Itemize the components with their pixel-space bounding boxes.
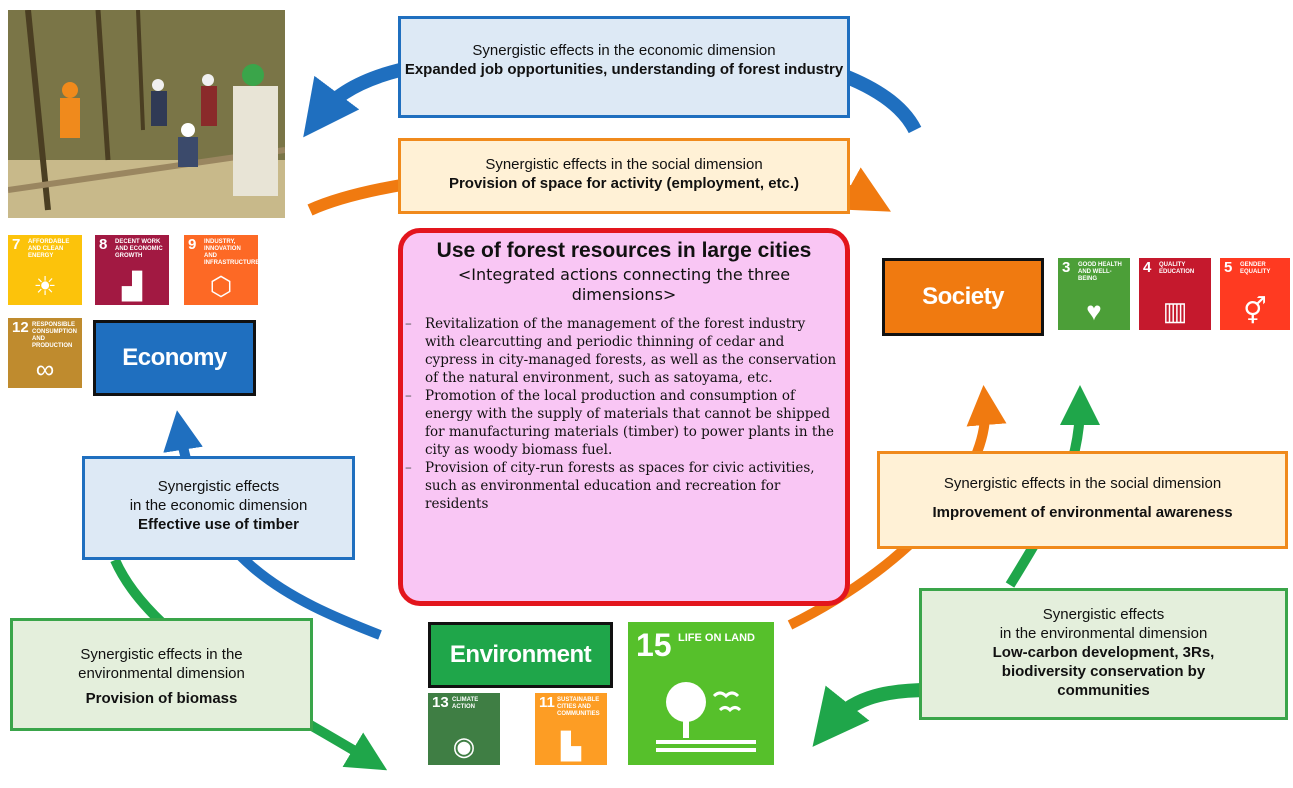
forest-workers-photo (8, 10, 285, 218)
sdg-3-number: 3 (1062, 259, 1071, 276)
sdg-8-tile: 8 Decent work and economic growth ▟ (95, 235, 169, 305)
sdg-11-tile: 11 Sustainable cities and communities ▙ (535, 693, 607, 765)
city-icon: ▙ (561, 731, 581, 761)
env-effect-right-heading-2: in the environmental dimension (999, 625, 1208, 642)
center-action-list: Revitalization of the management of the … (403, 315, 845, 513)
econ-effect-top-box: Synergistic effects in the economic dime… (398, 16, 850, 118)
sdg-8-number: 8 (99, 236, 108, 253)
sdg-15-title: Life on land (678, 632, 755, 644)
cubes-icon: ⬡ (209, 271, 233, 301)
infinity-icon: ∞ (35, 354, 55, 384)
sdg-4-tile: 4 Quality education ▥ (1139, 258, 1211, 330)
econ-effect-left-box: Synergistic effects in the economic dime… (82, 456, 355, 560)
center-action-item: Provision of city-run forests as spaces … (403, 459, 845, 513)
social-effect-top-heading: Synergistic effects in the social dimens… (485, 156, 763, 173)
env-effect-left-heading-1: Synergistic effects in the (80, 646, 243, 663)
sdg-15-number: 15 (636, 627, 672, 663)
gender-icon: ⚥ (1243, 296, 1267, 326)
env-effect-right-box: Synergistic effects in the environmental… (919, 588, 1288, 720)
sdg-13-tile: 13 Climate action ◉ (428, 693, 500, 765)
society-label: Society (882, 258, 1044, 336)
center-action-item: Revitalization of the management of the … (403, 315, 845, 387)
sdg-13-title: Climate action (452, 697, 479, 710)
heartbeat-icon: ♥ (1086, 296, 1102, 326)
env-effect-left-text: Provision of biomass (85, 690, 238, 707)
sdg-12-title: Responsible consumption and production (32, 322, 77, 349)
econ-effect-top-heading: Synergistic effects in the economic dime… (472, 42, 776, 59)
sun-icon: ☀ (33, 271, 57, 301)
econ-effect-left-text: Effective use of timber (138, 516, 299, 533)
sdg-7-number: 7 (12, 236, 21, 253)
sdg-5-tile: 5 Gender equality ⚥ (1220, 258, 1290, 330)
environment-label: Environment (428, 622, 613, 688)
social-effect-top-text: Provision of space for activity (employm… (448, 175, 800, 192)
econ-effect-left-heading-2: in the economic dimension (129, 497, 308, 514)
env-effect-right-heading-1: Synergistic effects (1042, 606, 1165, 623)
center-title: Use of forest resources in large cities (436, 239, 812, 262)
sdg-9-title: Industry, innovation and infrastructure (204, 239, 258, 266)
sdg-8-title: Decent work and economic growth (115, 239, 163, 259)
sdg-11-title: Sustainable cities and communities (557, 697, 600, 717)
econ-effect-top-text: Expanded job opportunities, understandin… (404, 61, 844, 78)
sdg-12-tile: 12 Responsible consumption and productio… (8, 318, 82, 388)
forest-resources-center-box: Use of forest resources in large cities … (398, 228, 850, 606)
tree-icon (656, 682, 756, 752)
sdg-5-title: Gender equality (1240, 262, 1271, 275)
eye-globe-icon: ◉ (452, 731, 476, 761)
sdg-4-title: Quality education (1159, 262, 1195, 275)
sdg-5-number: 5 (1224, 259, 1233, 276)
book-icon: ▥ (1162, 296, 1188, 326)
sdg-11-number: 11 (539, 694, 555, 711)
econ-effect-left-heading-1: Synergistic effects (157, 478, 280, 495)
social-effect-top-box: Synergistic effects in the social dimens… (398, 138, 850, 214)
sdg-7-title: Affordable and clean energy (28, 239, 70, 259)
center-subtitle: <Integrated actions connecting the three… (457, 265, 791, 304)
sdg-12-number: 12 (12, 319, 29, 336)
social-effect-right-text: Improvement of environmental awareness (932, 504, 1233, 521)
economy-label: Economy (93, 320, 256, 396)
sdg-13-number: 13 (432, 694, 449, 711)
social-effect-right-heading: Synergistic effects in the social dimens… (943, 475, 1222, 492)
env-effect-right-text: Low-carbon development, 3Rs, biodiversit… (992, 644, 1215, 699)
sdg-15-tile: 15 Life on land (628, 622, 774, 765)
sdg-3-tile: 3 Good health and well-being ♥ (1058, 258, 1130, 330)
arrow-env-right (812, 683, 931, 747)
env-effect-left-heading-2: environmental dimension (78, 665, 245, 682)
sdg-7-tile: 7 Affordable and clean energy ☀ (8, 235, 82, 305)
sdg-9-tile: 9 Industry, innovation and infrastructur… (184, 235, 258, 305)
social-effect-right-box: Synergistic effects in the social dimens… (877, 451, 1288, 549)
sdg-3-title: Good health and well-being (1078, 262, 1122, 282)
env-effect-left-box: Synergistic effects in the environmental… (10, 618, 313, 731)
sdg-4-number: 4 (1143, 259, 1152, 276)
growth-chart-icon: ▟ (122, 271, 142, 301)
center-action-item: Promotion of the local production and co… (403, 387, 845, 459)
sdg-9-number: 9 (188, 236, 197, 253)
